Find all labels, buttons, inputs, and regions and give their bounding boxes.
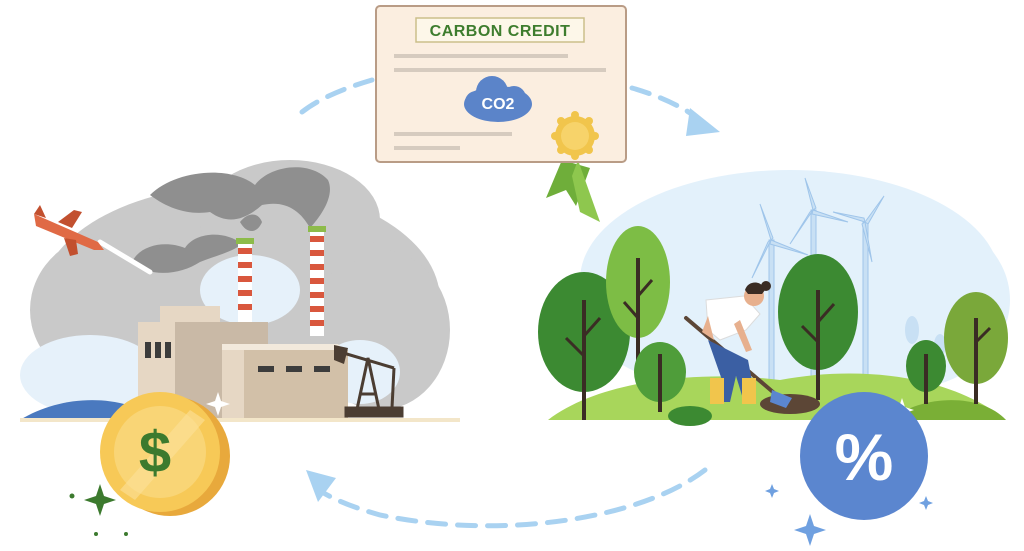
sparkle-dot (124, 532, 128, 536)
certificate-icon: CARBON CREDIT CO2 (375, 5, 627, 222)
sparkle-icon (765, 484, 779, 498)
tree-icon (778, 254, 858, 400)
ground-hill-dark (890, 400, 1006, 420)
smokestack-icon (236, 238, 254, 324)
smoke-plume (132, 167, 330, 273)
tree-icon (634, 342, 686, 412)
ribbon-tail-right (572, 160, 600, 222)
certificate-title: CARBON CREDIT (430, 23, 571, 40)
percent-badge-icon: % (800, 392, 928, 520)
oil-pump-head (334, 345, 348, 364)
tree-icon (906, 340, 946, 404)
coin-symbol: $ (139, 420, 171, 485)
oil-pump-icon (339, 350, 404, 418)
arrow-factory-to-certificate (299, 77, 375, 115)
arrow-forest-to-factory (319, 467, 708, 529)
cert-line (394, 132, 512, 136)
factory-icon (138, 306, 348, 420)
tree-icon (606, 226, 670, 368)
coin-icon: $ (100, 392, 230, 516)
sparkle-icon (794, 514, 826, 546)
tree-icon (944, 292, 1008, 404)
arrowhead-right (686, 108, 720, 136)
co2-label: CO2 (482, 96, 515, 113)
arrowhead-left (306, 470, 336, 502)
cert-line (394, 54, 568, 58)
tree-icon (538, 272, 630, 420)
tree-icon (905, 316, 946, 356)
wind-turbine-icon (832, 195, 885, 403)
airplane-icon (34, 205, 153, 275)
percent-symbol: % (835, 420, 894, 494)
sparkle-dot (69, 493, 75, 499)
smokestack-icon (308, 226, 326, 336)
ground-line (20, 418, 460, 422)
gardener-icon (684, 281, 792, 408)
cert-line (394, 68, 606, 72)
award-ribbon-icon (551, 111, 599, 160)
sparkle-dot (94, 532, 98, 536)
certificate-title-box (415, 17, 585, 43)
cert-line (394, 146, 460, 150)
forest-scene (538, 170, 1010, 426)
factory-scene (20, 160, 460, 422)
sparkle-icon (206, 392, 230, 416)
sparkle-icon (84, 484, 116, 516)
sparkle-icon (919, 496, 933, 510)
co2-cloud-icon: CO2 (464, 76, 532, 122)
